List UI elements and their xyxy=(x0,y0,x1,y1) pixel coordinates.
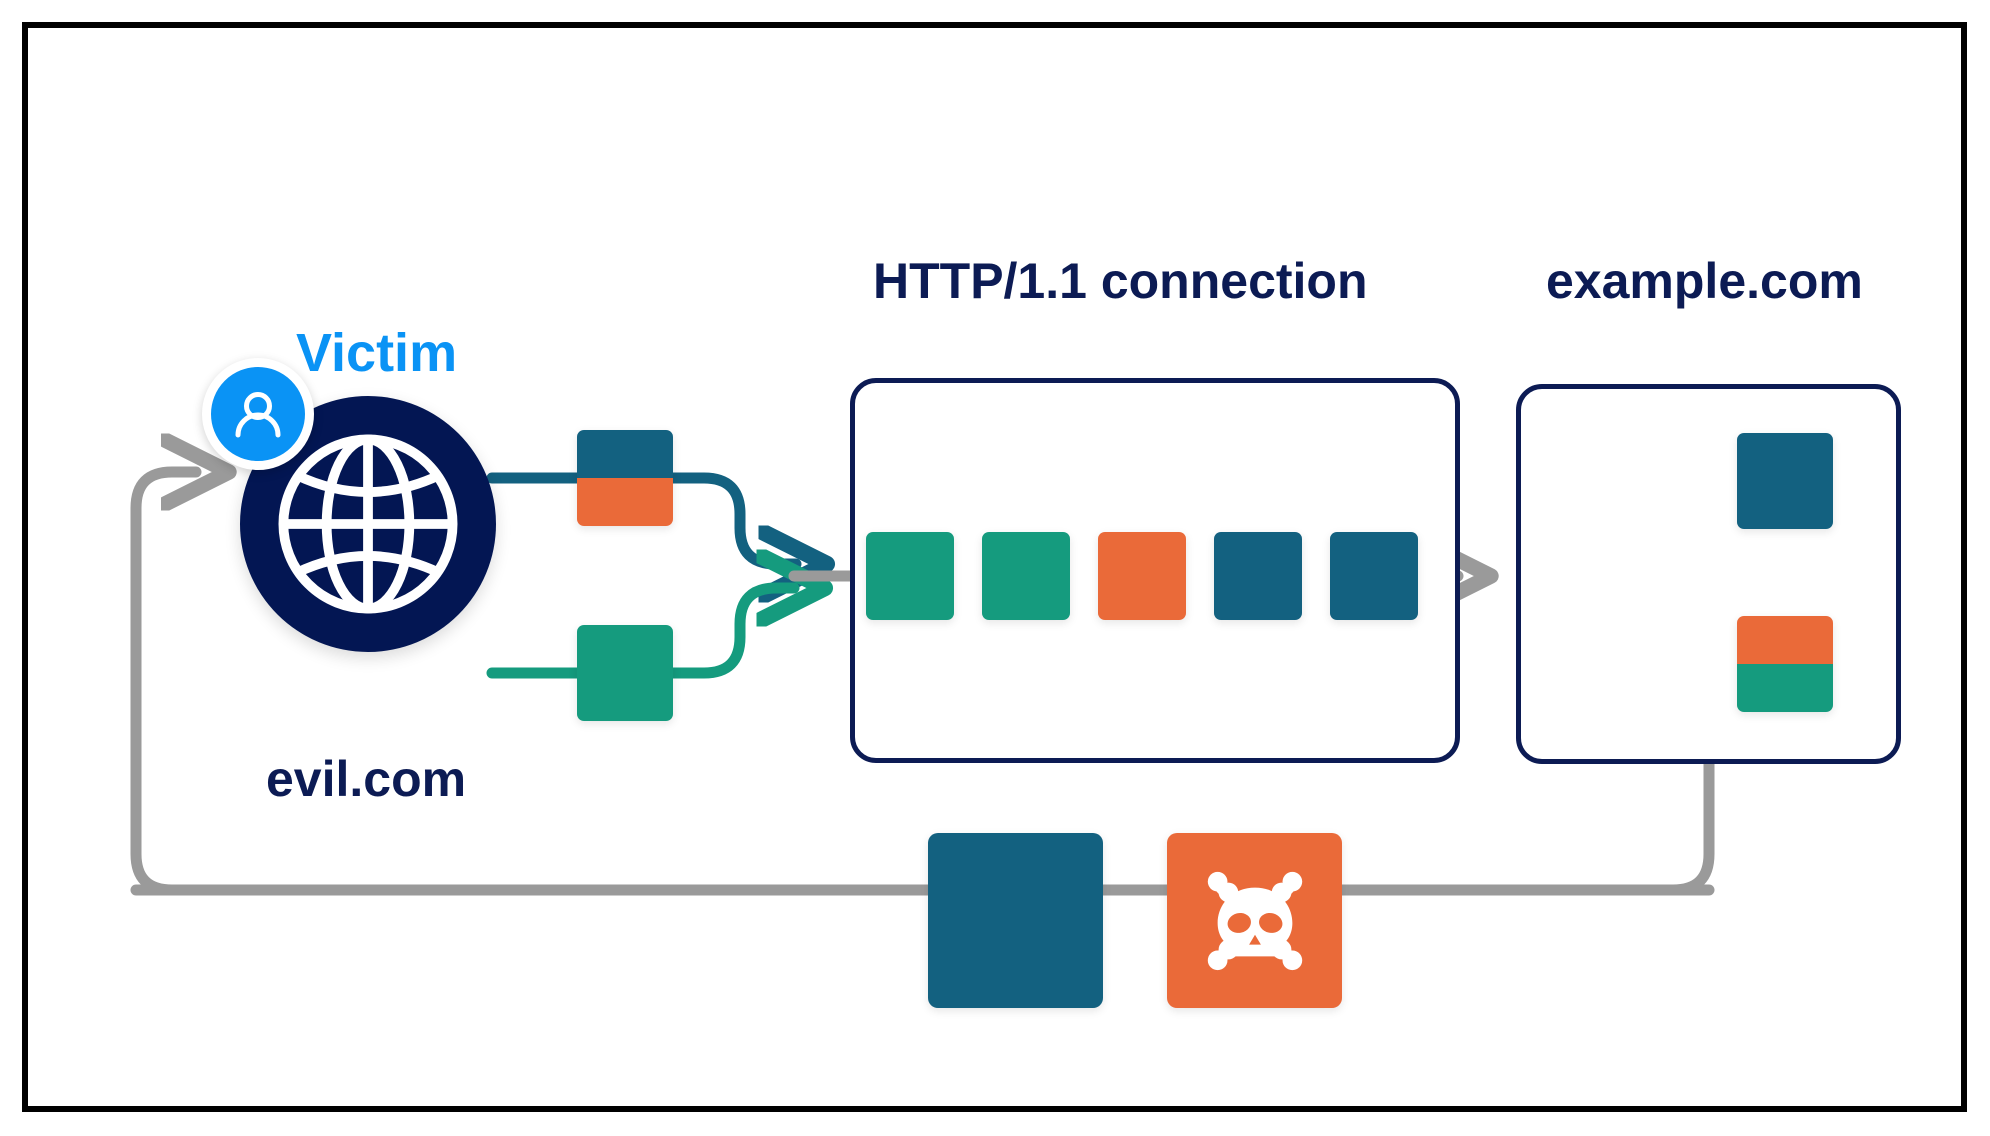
packet-1 xyxy=(866,532,954,620)
block-bottom-half xyxy=(1737,664,1833,712)
server-response-block-2 xyxy=(1737,616,1833,712)
victim-label: Victim xyxy=(296,323,458,383)
evil-domain-label: evil.com xyxy=(266,751,467,807)
packet-2 xyxy=(982,532,1070,620)
request-smuggled-block xyxy=(577,430,673,526)
http-connection-title: HTTP/1.1 connection xyxy=(873,253,1368,309)
request-normal-block xyxy=(577,625,673,721)
packet-4 xyxy=(1214,532,1302,620)
block-bottom-half xyxy=(577,478,673,526)
attacker-skull-block xyxy=(1167,833,1342,1008)
server-response-block-1 xyxy=(1737,433,1833,529)
block-bottom-half xyxy=(1737,481,1833,529)
victim-browser-node xyxy=(202,358,496,652)
skull-and-crossbones-icon xyxy=(1207,871,1302,970)
globe-icon xyxy=(278,434,458,614)
user-avatar-icon xyxy=(202,358,314,470)
block-top-half xyxy=(1737,433,1833,481)
diagram-frame: Victim evil.com HTTP/1.1 connection exam… xyxy=(22,22,1967,1112)
example-server-box xyxy=(1516,384,1901,764)
diagram-canvas: Victim evil.com HTTP/1.1 connection exam… xyxy=(28,28,1961,1106)
block-top-half xyxy=(577,430,673,478)
block-top-half xyxy=(577,625,673,673)
stolen-response-block xyxy=(928,833,1103,1008)
packet-5 xyxy=(1330,532,1418,620)
example-domain-title: example.com xyxy=(1546,253,1863,309)
packet-3 xyxy=(1098,532,1186,620)
block-bottom-half xyxy=(577,673,673,721)
block-top-half xyxy=(1737,616,1833,664)
